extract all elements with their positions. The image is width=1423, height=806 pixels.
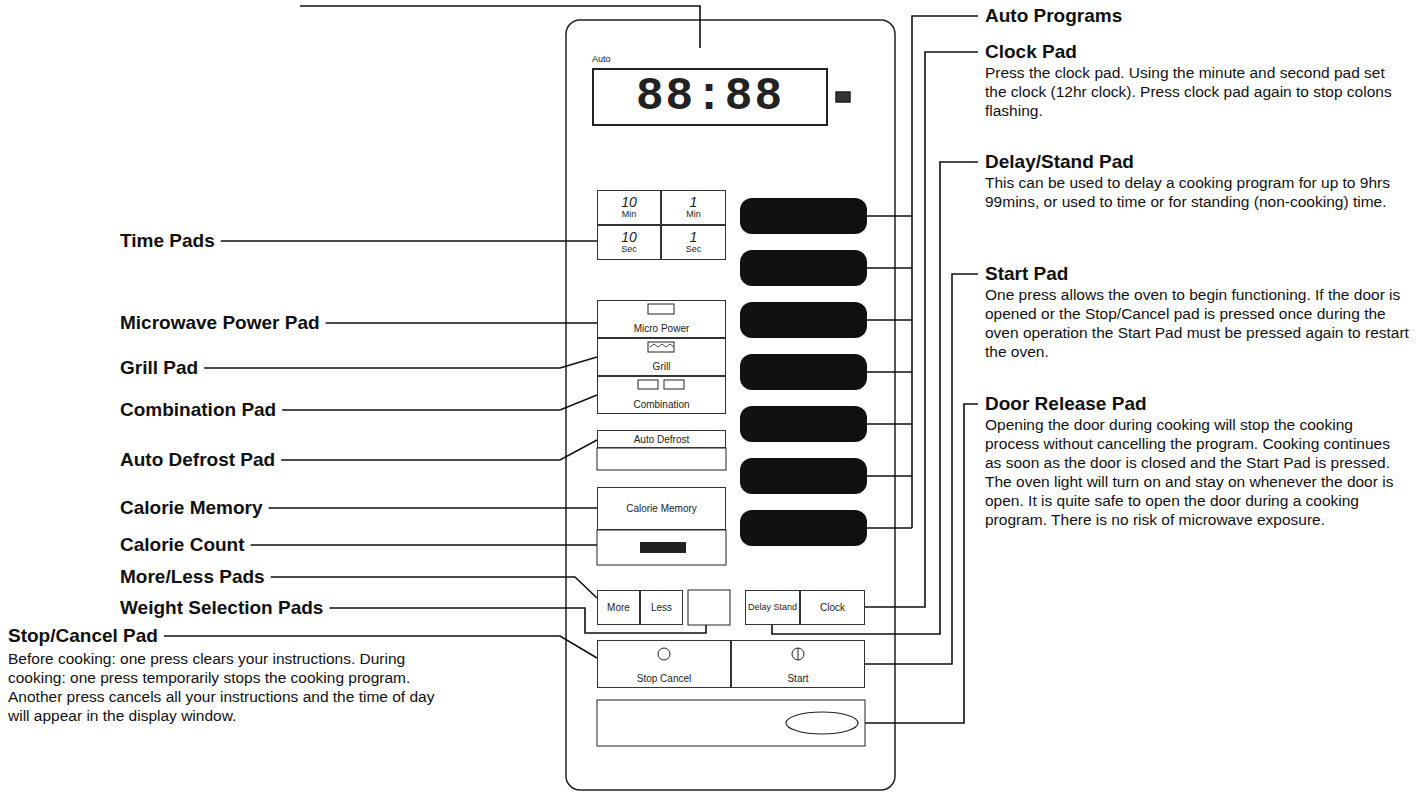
- weight-selection-pad: [688, 590, 730, 625]
- leader-line: [300, 6, 700, 48]
- leader-line: [269, 507, 597, 509]
- callout-label: Auto Defrost Pad: [120, 448, 275, 472]
- leader-line: [867, 216, 912, 528]
- indicator-light: [836, 92, 850, 102]
- pad-label: 10: [621, 230, 637, 245]
- time-pad: 1Sec: [661, 225, 726, 260]
- calorie-count-pad: [597, 530, 726, 565]
- auto-program-button: [740, 198, 867, 234]
- pad-label: Micro Power: [634, 323, 690, 334]
- control-panel: [566, 20, 895, 790]
- leader-line: [326, 322, 597, 324]
- grill-icon: [648, 342, 674, 352]
- callout-label: Auto Programs: [985, 4, 1122, 28]
- leader-line: [865, 274, 978, 664]
- more-pad: More: [597, 590, 640, 625]
- callout-label: Delay/Stand Pad: [985, 150, 1134, 174]
- combination-icon: [638, 380, 658, 389]
- microwave-icon: [648, 304, 674, 314]
- clock-pad: Clock: [800, 590, 865, 625]
- auto-program-button: [740, 406, 867, 442]
- pad-label: 88:88: [636, 72, 784, 123]
- auto-program-button: [740, 510, 867, 546]
- grill-pad: Grill: [597, 338, 726, 376]
- description: This can be used to delay a cooking prog…: [985, 174, 1410, 212]
- defrost-pad: Auto Defrost: [597, 430, 726, 448]
- callout-label: Clock Pad: [985, 40, 1077, 64]
- pad-label: Stop Cancel: [637, 673, 691, 684]
- auto-program-button: [740, 354, 867, 390]
- pad-label: More: [607, 602, 630, 613]
- pad-label: Start: [787, 673, 808, 684]
- leader-line: [865, 52, 978, 607]
- pad-label: 1: [690, 230, 698, 245]
- pad-label: Auto Defrost: [634, 434, 690, 445]
- description: Before cooking: one press clears your in…: [8, 650, 458, 726]
- calorie-count-bar: [640, 542, 686, 553]
- auto-program-button: [740, 302, 867, 338]
- start-icon: [798, 648, 799, 660]
- combination-icon: [664, 380, 684, 389]
- pad-label: Sec: [686, 245, 702, 255]
- start-icon: [792, 648, 804, 660]
- callout-label: Door Release Pad: [985, 392, 1147, 416]
- description: Press the clock pad. Using the minute an…: [985, 64, 1410, 121]
- pad-label: Combination: [633, 399, 689, 410]
- calorie-memory-pad: Calorie Memory: [597, 487, 726, 530]
- callout-label: Calorie Memory: [120, 496, 263, 520]
- display-window: 88:88: [592, 68, 828, 126]
- pad-label: Grill: [653, 361, 671, 372]
- time-pad: 10Sec: [597, 225, 661, 260]
- door-release-pad: [597, 700, 865, 746]
- door-release-oval: [786, 712, 858, 734]
- leader-line: [204, 357, 597, 368]
- callout-label: Microwave Power Pad: [120, 311, 320, 335]
- callout-label: More/Less Pads: [120, 565, 265, 589]
- leader-line: [221, 240, 597, 242]
- leader-line: [281, 440, 597, 460]
- description: Opening the door during cooking will sto…: [985, 416, 1410, 529]
- stop-icon: [658, 648, 670, 660]
- leader-line: [865, 404, 978, 723]
- pad-label: Calorie Memory: [626, 503, 697, 514]
- pad-label: Less: [651, 602, 672, 613]
- stop-pad: Stop Cancel: [597, 640, 731, 688]
- menu-guide-pad: [597, 448, 726, 470]
- callout-label: Calorie Count: [120, 533, 245, 557]
- callout-label: Time Pads: [120, 229, 215, 253]
- pad-label: Sec: [621, 245, 637, 255]
- grill-element: [650, 344, 674, 347]
- auto-program-button: [740, 458, 867, 494]
- callout-label: Stop/Cancel Pad: [8, 624, 158, 648]
- combination-pad: Combination: [597, 376, 726, 414]
- description: One press allows the oven to begin funct…: [985, 286, 1410, 362]
- pad-label: 1: [690, 195, 698, 210]
- callout-label: Grill Pad: [120, 356, 198, 380]
- less-pad: Less: [640, 590, 683, 625]
- pad-label: Clock: [820, 602, 845, 613]
- leader-line: [282, 395, 597, 410]
- pad-label: 10: [621, 195, 637, 210]
- power-pad: Micro Power: [597, 300, 726, 338]
- delay-pad: Delay Stand: [745, 590, 800, 625]
- leader-line: [251, 544, 597, 546]
- leader-line: [271, 577, 597, 598]
- callout-label: Weight Selection Pads: [120, 596, 323, 620]
- callout-label: Start Pad: [985, 262, 1068, 286]
- pad-label: Min: [686, 210, 701, 220]
- leader-line: [329, 608, 706, 633]
- pad-label: Delay Stand: [748, 603, 797, 613]
- auto-program-button: [740, 250, 867, 286]
- leader-line: [772, 162, 978, 634]
- leader-line: [912, 16, 978, 528]
- pad-label: Min: [622, 210, 637, 220]
- time-pad: 1Min: [661, 190, 726, 225]
- start-pad: Start: [731, 640, 865, 688]
- callout-label: Combination Pad: [120, 398, 276, 422]
- callout-label: Auto: [592, 54, 611, 65]
- time-pad: 10Min: [597, 190, 661, 225]
